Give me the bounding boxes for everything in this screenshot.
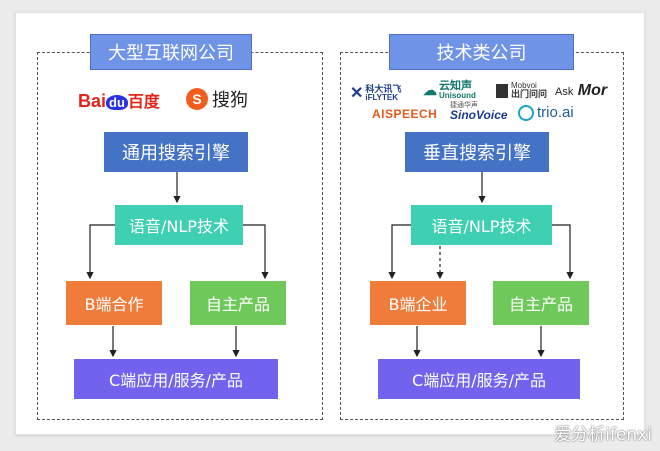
iflytek-icon: ✕ (350, 85, 364, 102)
trio-logo: trio.ai (518, 104, 574, 121)
sinovoice-logo-en: SinoVoice (450, 108, 508, 122)
watermark: 爱分析ifenxi (554, 425, 652, 445)
iflytek-logo-cn: 科大讯飞 (365, 83, 402, 94)
mobvoi-icon (496, 83, 508, 98)
trio-logo-text: trio.ai (537, 104, 574, 121)
right-branch-b: 自主产品 (493, 281, 589, 325)
right-branch-a: B端企业 (370, 281, 466, 325)
mobvoi-logo-cn: 出门问问 (511, 89, 548, 99)
unisound-icon: ☁ (423, 82, 437, 98)
askmore-logo-ask: Ask (555, 86, 574, 98)
left-tech: 语音/NLP技术 (115, 205, 243, 245)
iflytek-logo: ✕ 科大讯飞 iFLYTEK (350, 83, 401, 103)
askmore-logo: Ask Mor (555, 82, 607, 100)
askmore-logo-mor: Mor (577, 82, 608, 99)
sogou-icon: S (186, 88, 208, 110)
right-tech: 语音/NLP技术 (411, 205, 552, 245)
unisound-logo-cn: 云知声 (439, 80, 472, 92)
sogou-logo-text: 搜狗 (212, 90, 248, 111)
mobvoi-logo: Mobvoi 出门问问 (496, 82, 547, 99)
baidu-logo-text: Bai (78, 91, 107, 111)
mobvoi-logo-en: Mobvoi (511, 81, 537, 90)
right-bottom: C端应用/服务/产品 (378, 359, 580, 399)
right-engine: 垂直搜索引擎 (405, 132, 549, 172)
paw-icon: du (106, 95, 128, 110)
left-bottom: C端应用/服务/产品 (74, 359, 278, 399)
left-title: 大型互联网公司 (90, 34, 252, 70)
sinovoice-logo-cn: 捷通华声 (450, 102, 478, 109)
unisound-logo-en: Unisound (439, 91, 476, 100)
left-branch-a: B端合作 (66, 281, 162, 325)
left-branch-b: 自主产品 (190, 281, 286, 325)
aispeech-logo: AISPEECH (372, 107, 438, 121)
trio-icon (518, 104, 534, 121)
left-engine: 通用搜索引擎 (104, 132, 248, 172)
unisound-logo: ☁ 云知声 Unisound (423, 81, 476, 100)
baidu-logo-cn: 百度 (127, 94, 160, 111)
sinovoice-logo: 捷通华声 SinoVoice (450, 102, 508, 121)
iflytek-logo-en: iFLYTEK (365, 92, 399, 102)
right-title: 技术类公司 (389, 34, 574, 70)
